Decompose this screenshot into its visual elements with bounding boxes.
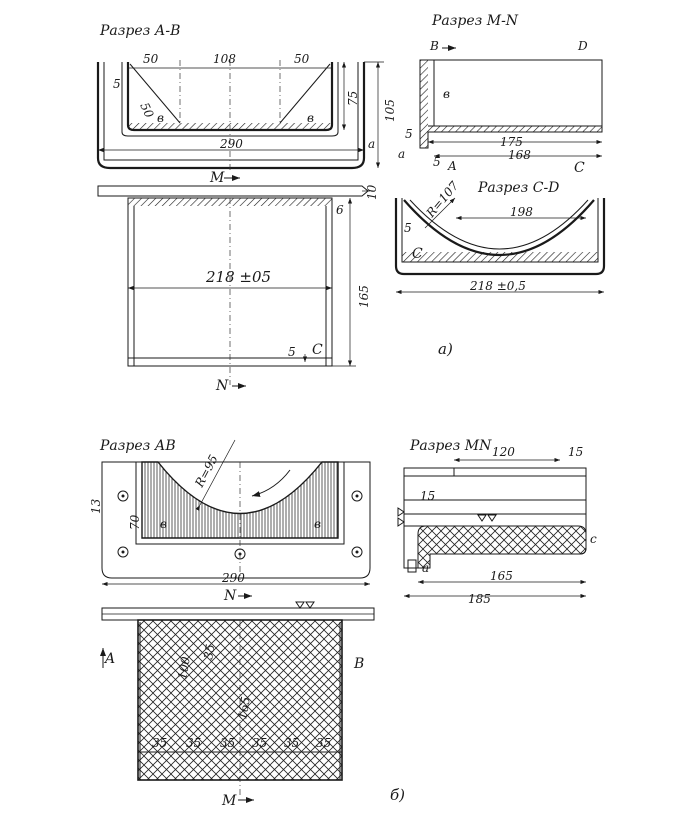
fig-a-dim-6: 6 [336,203,344,217]
fig-b-mn-letter-a: a [422,561,429,575]
fig-b-dim-r95: R=95 [192,452,221,490]
fig-b-dim-35v: 35 [201,643,217,660]
fig-b-mn-dim-15b: 15 [420,489,435,503]
fig-a-letter-m: M [209,170,225,186]
fig-b-mn-dim-185: 185 [468,592,491,606]
fig-a-dim-50-right: 50 [294,52,310,66]
fig-a-cd-dim-198: 198 [510,205,533,219]
fig-a-plan-view: 10 6 218 ±05 165 5 C N [97,184,379,394]
fig-a-dim-5-bottom: 5 [288,345,296,359]
fig-b-mn-dim-165: 165 [490,569,513,583]
fig-a-dim-5: 5 [113,77,121,91]
fig-a-dim-75: 75 [346,91,360,106]
fig-b-bottom-dim-4: 35 [252,736,267,750]
fig-b-plan-view: A B 100 35 165 35 35 35 35 35 35 M [100,601,375,809]
fig-a-mn-dim-5a: 5 [405,127,413,141]
fig-a-section-ab: Разрез А-В 50 108 50 5 50 в в 75 105 a 2… [96,23,397,186]
fig-b-dim-13: 13 [89,498,103,514]
fig-a-mn-letter-C: C [574,160,585,176]
fig-b-letter-A: A [103,651,115,667]
fig-b-dim-70: 70 [128,514,142,530]
fig-b-letter-v2: в [314,517,321,531]
fig-a-mn-dim-5b: 5 [433,155,441,169]
fig-a-section-ab-title: Разрез А-В [99,23,180,39]
fig-b-mn-dim-120: 120 [492,445,515,459]
fig-b-section-mn: Разрез MN 120 15 15 c a 165 185 [397,438,597,606]
fig-a-dim-105: 105 [383,99,397,122]
fig-a-mn-letter-b: B [429,39,439,53]
fig-a-letter-c: C [312,342,323,358]
fig-a-cd-dim-5: 5 [404,221,412,235]
fig-b-dim-165: 165 [235,696,253,721]
fig-a-cd-dim-r: R=107 [423,178,462,220]
fig-a-section-mn: Разрез M-N B D в 5 a 5 175 168 A C [398,13,603,176]
fig-b-mn-dim-15a: 15 [568,445,583,459]
fig-b-bottom-dim-3: 35 [220,736,235,750]
fig-b-bottom-dim-2: 35 [186,736,201,750]
fig-a-section-cd-title: Разрез C-D [477,180,559,196]
fig-a-dim-10: 10 [365,184,379,200]
fig-a-dim-218: 218 ±05 [205,268,271,286]
fig-a-section-cd: Разрез C-D R=107 198 5 C 218 ±0,5 [394,178,606,295]
fig-a-dim-165: 165 [357,285,371,308]
fig-b-letter-n: N [223,588,237,604]
fig-a-letter-a: a [368,137,375,151]
fig-b-mn-letter-c: c [590,532,597,546]
fig-b-letter-v1: в [160,517,167,531]
fig-a-cd-letter-c: C [412,246,423,262]
fig-a-dim-50-left: 50 [143,52,159,66]
fig-a-cd-dim-218: 218 ±0,5 [469,279,526,293]
fig-b-letter-M: M [221,793,237,809]
fig-b-section-ab-title: Разрез АВ [99,438,176,454]
fig-a-mn-letter-a: a [398,147,405,161]
fig-b-dim-100: 100 [175,655,193,680]
fig-b-bottom-dim-5: 35 [284,736,299,750]
fig-a-mn-letter-v: в [443,87,450,101]
fig-a-caption: а) [438,340,453,358]
fig-a-mn-dim-175: 175 [500,135,523,149]
fig-b-section-mn-title: Разрез MN [409,438,492,454]
fig-a-dim-diag: 50 [137,100,156,120]
fig-a-section-mn-title: Разрез M-N [431,13,519,29]
fig-a-letter-v2: в [307,111,314,125]
fig-a-letter-n: N [215,378,229,394]
fig-b-bottom-dim-6: 35 [316,736,331,750]
fig-b-section-ab: Разрез АВ R=95 13 70 в в 290 N [89,438,371,604]
fig-b-caption: б) [390,786,405,804]
fig-b-letter-B: B [353,656,364,672]
fig-b-dim-290: 290 [221,571,245,585]
fig-a-mn-letter-A: A [447,159,457,173]
fig-a-letter-v1: в [157,111,164,125]
fig-b-bottom-dim-1: 35 [152,736,167,750]
fig-a-dim-290: 290 [219,137,243,151]
fig-a-dim-108: 108 [213,52,236,66]
fig-a-mn-dim-168: 168 [508,148,531,162]
fig-a-mn-letter-d: D [577,39,588,53]
